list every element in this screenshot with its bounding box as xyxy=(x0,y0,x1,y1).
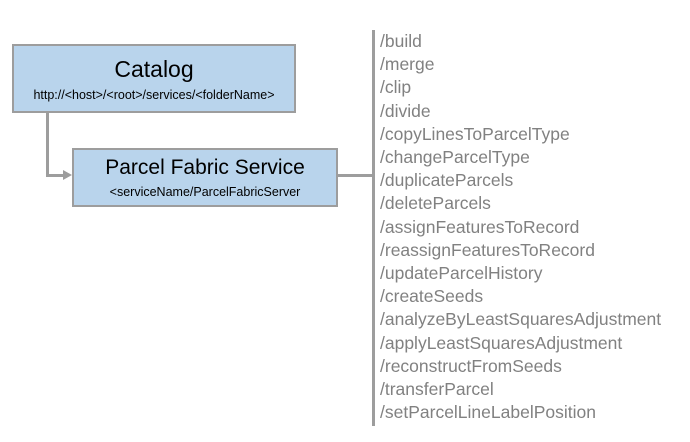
list-item[interactable]: /clip xyxy=(380,77,412,98)
node-parcel-fabric-service-path: <serviceName/ParcelFabricServer xyxy=(109,184,301,199)
connector-catalog-horizontal xyxy=(46,174,68,177)
connector-catalog-vertical xyxy=(46,112,49,177)
list-item[interactable]: /updateParcelHistory xyxy=(380,263,543,284)
list-item[interactable]: /deleteParcels xyxy=(380,193,491,214)
operations-list: /build /merge /clip /divide /copyLinesTo… xyxy=(380,30,685,424)
connector-service-to-operations xyxy=(338,174,374,177)
list-item[interactable]: /analyzeByLeastSquaresAdjustment xyxy=(380,309,662,330)
list-item[interactable]: /merge xyxy=(380,54,435,75)
node-parcel-fabric-service-title: Parcel Fabric Service xyxy=(105,156,305,180)
list-item[interactable]: /duplicateParcels xyxy=(380,170,514,191)
list-item[interactable]: /applyLeastSquaresAdjustment xyxy=(380,332,623,353)
node-catalog-url: http://<host>/<root>/services/<folderNam… xyxy=(33,88,275,103)
list-item[interactable]: /reassignFeaturesToRecord xyxy=(380,239,595,260)
list-item[interactable]: /setParcelLineLabelPosition xyxy=(380,402,596,423)
list-item[interactable]: /reconstructFromSeeds xyxy=(380,355,562,376)
list-item[interactable]: /build xyxy=(380,31,422,51)
node-catalog-title: Catalog xyxy=(114,55,194,82)
arrowhead-icon xyxy=(63,170,72,180)
list-item[interactable]: /changeParcelType xyxy=(380,147,530,168)
list-item[interactable]: /copyLinesToParcelType xyxy=(380,123,570,144)
list-item[interactable]: /transferParcel xyxy=(380,379,494,400)
list-item[interactable]: /divide xyxy=(380,100,431,121)
list-item[interactable]: /createSeeds xyxy=(380,286,484,307)
node-parcel-fabric-service[interactable]: Parcel Fabric Service <serviceName/Parce… xyxy=(72,148,338,207)
list-item[interactable]: /assignFeaturesToRecord xyxy=(380,216,580,237)
operations-divider xyxy=(372,30,375,426)
node-catalog[interactable]: Catalog http://<host>/<root>/services/<f… xyxy=(12,44,296,113)
